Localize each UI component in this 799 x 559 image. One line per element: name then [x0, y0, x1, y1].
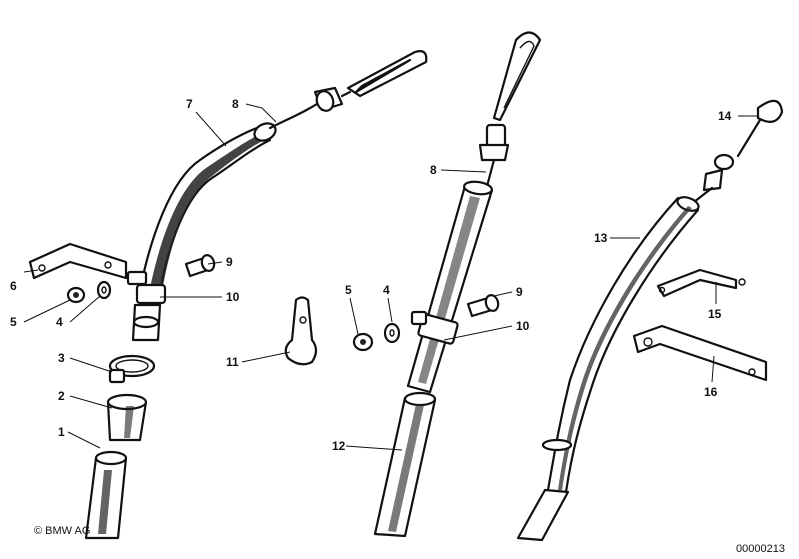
bracket-small-right [656, 268, 746, 298]
dipstick-left [268, 50, 428, 130]
copyright-notice: © BMW AG [34, 525, 90, 537]
callout-15: 15 [708, 307, 722, 321]
diagram-number: 00000213 [736, 543, 785, 555]
callout-5-center: 5 [345, 283, 352, 297]
callout-4-center: 4 [383, 283, 390, 297]
callout-4-left: 4 [56, 315, 63, 329]
leader-lines [23, 103, 758, 451]
guide-tube-right [516, 196, 700, 542]
callout-3: 3 [58, 351, 65, 365]
callout-7: 7 [186, 97, 193, 111]
bracket-clip [284, 296, 318, 366]
bracket-large-right [632, 324, 768, 382]
callout-12: 12 [332, 439, 346, 453]
dipstick-center [478, 31, 542, 192]
callout-13: 13 [594, 231, 608, 245]
callout-1: 1 [58, 425, 65, 439]
dipstick-right [692, 99, 784, 204]
pipe-lower-center [373, 391, 437, 538]
nut-washer-left [66, 280, 112, 304]
guide-tube-center [406, 180, 494, 394]
pipe-lower-left [84, 450, 128, 540]
bracket-left [28, 242, 128, 280]
callout-10-center: 10 [516, 319, 530, 333]
callout-2: 2 [58, 389, 65, 403]
callout-9-center: 9 [516, 285, 523, 299]
hose-clamp [108, 354, 156, 384]
callout-8-center: 8 [430, 163, 437, 177]
callout-8-left: 8 [232, 97, 239, 111]
bolt-center [466, 294, 500, 318]
callout-5-left: 5 [10, 315, 17, 329]
hose-sleeve [106, 393, 148, 442]
callout-labels: 7 8 9 10 6 5 4 3 2 1 8 5 4 9 10 11 12 13… [10, 97, 732, 453]
guide-tube-left [126, 122, 277, 342]
callout-10-left: 10 [226, 290, 240, 304]
callout-6: 6 [10, 279, 17, 293]
callout-9-left: 9 [226, 255, 233, 269]
callout-11: 11 [226, 355, 239, 369]
callout-16: 16 [704, 385, 718, 399]
nut-washer-center [352, 322, 401, 352]
bolt-left [184, 254, 216, 278]
callout-14: 14 [718, 109, 732, 123]
